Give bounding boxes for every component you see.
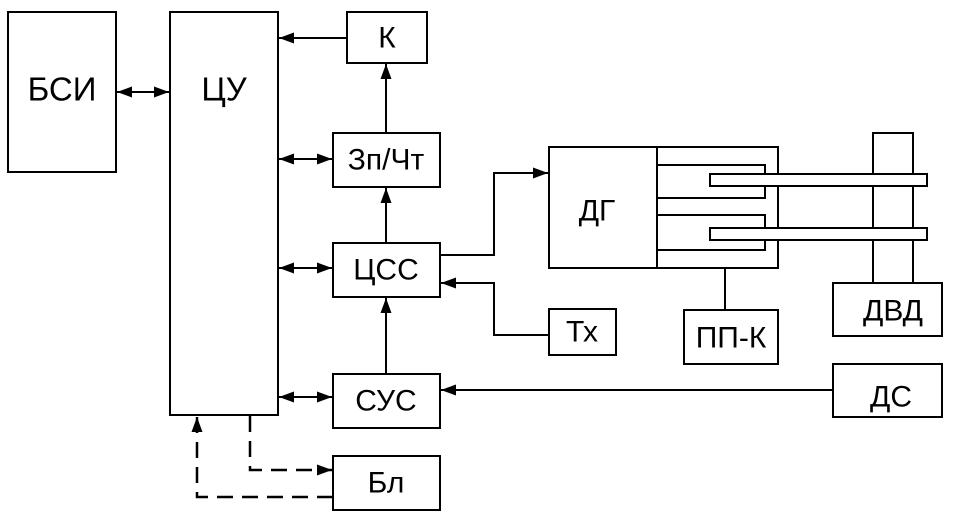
- sus-block: СУС: [332, 373, 441, 429]
- shaft-lower: [709, 227, 928, 241]
- bl-block: Бл: [332, 455, 441, 511]
- cu-label: ЦУ: [201, 71, 247, 108]
- pp-k-block: ПП-К: [683, 268, 779, 365]
- dvd-column: [872, 132, 914, 284]
- bsi-block: БСИ: [7, 11, 117, 173]
- pp-k-label: ПП-К: [696, 322, 767, 355]
- bsi-label: БСИ: [28, 71, 97, 108]
- ds-block: ДС: [832, 363, 943, 418]
- zp-cht-label: Зп/Чт: [348, 144, 425, 177]
- css-block: ЦСС: [332, 242, 441, 298]
- dg-label: ДГ: [579, 195, 616, 228]
- tx-block: Тх: [548, 308, 617, 356]
- dashed-arrow-bl-to-cu: [191, 417, 333, 499]
- k-label: К: [378, 22, 396, 55]
- css-label: ЦСС: [353, 254, 419, 287]
- dashed-arrow-cu-to-bl: [248, 416, 332, 476]
- bl-label: Бл: [368, 467, 405, 500]
- dvd-label: ДВД: [863, 295, 923, 328]
- zp-cht-block: Зп/Чт: [332, 132, 441, 188]
- arrow-css-to-dg: [441, 167, 548, 256]
- arrow-tx-to-css: [441, 277, 549, 336]
- tx-label: Тх: [566, 316, 598, 349]
- shaft-upper: [709, 173, 928, 187]
- dg-assembly: ДГ: [548, 146, 779, 269]
- dvd-block: ДВД: [832, 282, 943, 337]
- cu-block: ЦУ: [169, 11, 279, 416]
- ds-label: ДС: [870, 381, 912, 414]
- sus-label: СУС: [355, 385, 416, 418]
- k-block: К: [346, 11, 428, 64]
